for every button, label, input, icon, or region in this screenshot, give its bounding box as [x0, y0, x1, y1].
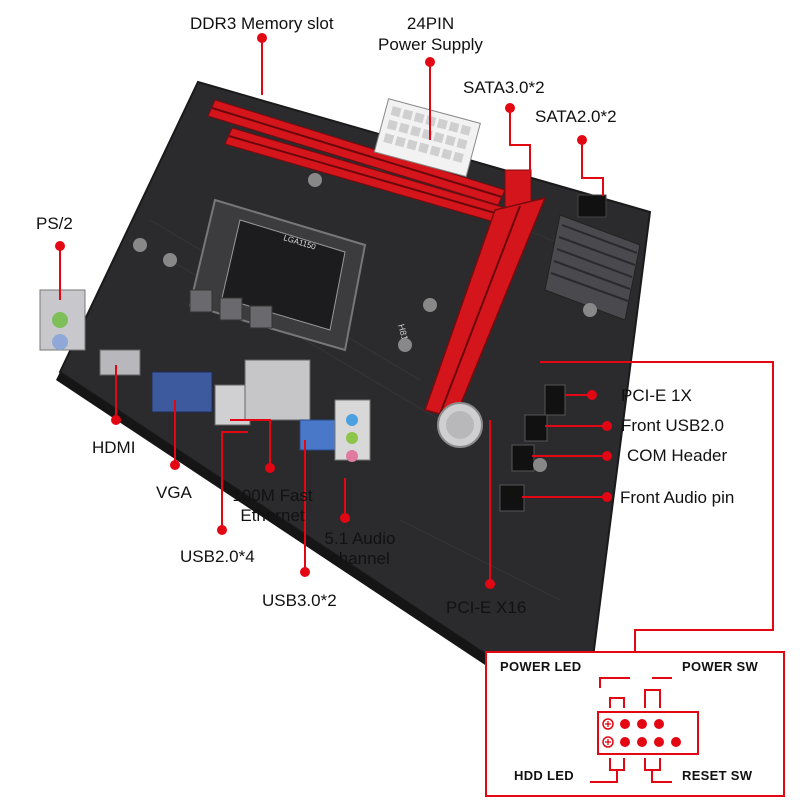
label-audio-channel: channel	[330, 549, 390, 568]
pin-brackets	[590, 677, 672, 783]
ddr3-slots	[207, 99, 513, 226]
panel-label-reset-sw: RESET SW	[682, 768, 753, 783]
label-ddr3-memory-slot: DDR3 Memory slot	[190, 14, 334, 33]
label-ps2: PS/2	[36, 214, 73, 233]
capacitors	[133, 173, 597, 472]
pcb-edge	[56, 372, 585, 728]
label-hdmi: HDMI	[92, 438, 136, 457]
lan-port	[244, 359, 311, 421]
front-usb-header	[524, 414, 548, 442]
header-pins-top	[602, 718, 664, 730]
bracket-power-sw	[644, 689, 661, 708]
leader-lan	[230, 419, 271, 468]
label-vga: VGA	[156, 483, 192, 502]
label-front-audio: Front Audio pin	[620, 488, 735, 507]
panel-label-power-led: POWER LED	[500, 659, 582, 674]
label-pcie-x16: PCI-E X16	[446, 598, 527, 617]
label-24pin: 24PIN	[406, 14, 455, 33]
atx-24pin-grid	[383, 106, 472, 163]
label-sata3: SATA3.0*2	[463, 78, 545, 97]
leader-dots	[55, 33, 612, 589]
panel-label-power-sw: POWER SW	[682, 659, 759, 674]
vrm-chokes	[189, 289, 273, 329]
label-sata2: SATA2.0*2	[535, 107, 617, 126]
plus-signs	[605, 721, 611, 745]
leader-sata2	[581, 140, 604, 196]
rear-io	[39, 289, 371, 462]
hdmi-port	[99, 349, 141, 376]
label-ethernet: Ethernet	[240, 506, 305, 525]
front-audio-header	[499, 484, 525, 512]
com-header-block	[511, 444, 535, 472]
label-power-supply: Power Supply	[378, 35, 483, 54]
chipset-text: H81	[396, 323, 410, 342]
vga-port	[151, 371, 213, 413]
label-pcie-1x: PCI-E 1X	[621, 386, 692, 405]
leader-usb2	[221, 431, 248, 530]
chipset-heatsink	[544, 214, 641, 321]
panel-label-hdd-led: HDD LED	[514, 768, 574, 783]
sata2-connectors	[577, 194, 607, 218]
usb2-port-stack	[214, 384, 251, 426]
leader-sata3	[509, 108, 531, 172]
label-front-usb: Front USB2.0	[621, 416, 724, 435]
leader-front-panel	[540, 361, 774, 690]
front-panel-header	[597, 711, 699, 755]
bracket-power-led	[609, 697, 625, 708]
label-audio-51: 5.1 Audio	[324, 529, 396, 548]
label-usb3: USB3.0*2	[262, 591, 337, 610]
front-panel-box	[485, 651, 785, 797]
usb3-port-stack	[299, 419, 339, 451]
audio-jacks	[334, 399, 371, 461]
label-usb2: USB2.0*4	[180, 547, 255, 566]
pcie-1x-slot	[544, 384, 566, 416]
leader-lines	[59, 38, 774, 690]
label-100m-fast: 100M Fast	[232, 486, 313, 505]
label-com-header: COM Header	[627, 446, 728, 465]
